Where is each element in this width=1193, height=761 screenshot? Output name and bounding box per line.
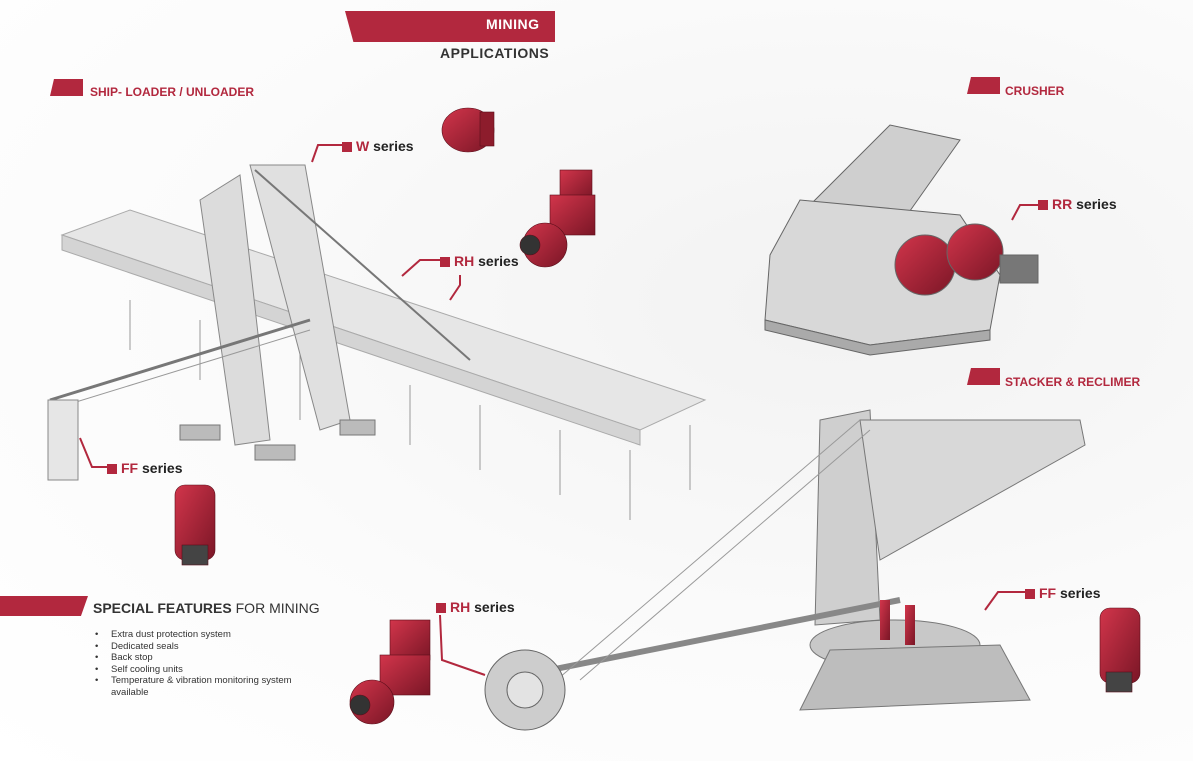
callout-rh-series-bottom: RH series (436, 599, 515, 615)
header-title: MINING (486, 16, 540, 32)
callout-marker (1025, 589, 1035, 599)
callout-marker (107, 464, 117, 474)
callout-leader-lines (79, 144, 1038, 676)
list-item: Back stop (93, 652, 321, 664)
series-code: RH (450, 599, 471, 615)
list-item: Dedicated seals (93, 641, 321, 653)
series-label: series (1060, 585, 1101, 601)
callout-marker (436, 603, 446, 613)
series-label: series (373, 138, 414, 154)
rh-series-gearbox-top (519, 169, 596, 268)
series-code: RR (1052, 196, 1073, 212)
header-banner (345, 11, 555, 42)
ship-loader-tag (50, 79, 83, 96)
header-subtitle: APPLICATIONS (440, 45, 550, 61)
ship-loader-illustration (47, 164, 707, 520)
stacker-tag (967, 368, 1000, 385)
features-title: SPECIAL FEATURES FOR MINING (93, 600, 320, 616)
list-item: Temperature & vibration monitoring syste… (93, 675, 321, 698)
series-label: series (478, 253, 519, 269)
series-code: FF (121, 460, 139, 476)
stacker-reclaimer-illustration (484, 409, 1086, 731)
callout-rr-series: RR series (1038, 196, 1117, 212)
series-code: W (356, 138, 370, 154)
ff-series-gearbox-right (1099, 607, 1141, 693)
crusher-illustration (764, 124, 1039, 356)
callout-w-series: W series (342, 138, 414, 154)
section-ship-loader: SHIP- LOADER / UNLOADER (90, 85, 255, 99)
series-label: series (1076, 196, 1117, 212)
features-list: Extra dust protection system Dedicated s… (93, 629, 321, 698)
callout-marker (440, 257, 450, 267)
callout-marker (342, 142, 352, 152)
features-title-rest: FOR MINING (231, 600, 320, 616)
series-label: series (142, 460, 183, 476)
list-item: Self cooling units (93, 664, 321, 676)
ff-series-gearbox-left (174, 484, 216, 566)
section-stacker: STACKER & RECLIMER (1005, 375, 1141, 389)
callout-marker (1038, 200, 1048, 210)
rh-series-gearbox-bottom (349, 619, 431, 725)
features-bar (0, 596, 88, 616)
crusher-tag (967, 77, 1000, 94)
section-crusher: CRUSHER (1005, 84, 1065, 98)
list-item: Extra dust protection system (93, 629, 321, 641)
callout-ff-series-left: FF series (107, 460, 182, 476)
features-title-bold: SPECIAL FEATURES (93, 600, 232, 616)
callout-rh-series-top: RH series (440, 253, 519, 269)
series-code: RH (454, 253, 475, 269)
callout-ff-series-right: FF series (1025, 585, 1100, 601)
w-series-gearbox (441, 107, 495, 153)
series-code: FF (1039, 585, 1057, 601)
series-label: series (474, 599, 515, 615)
